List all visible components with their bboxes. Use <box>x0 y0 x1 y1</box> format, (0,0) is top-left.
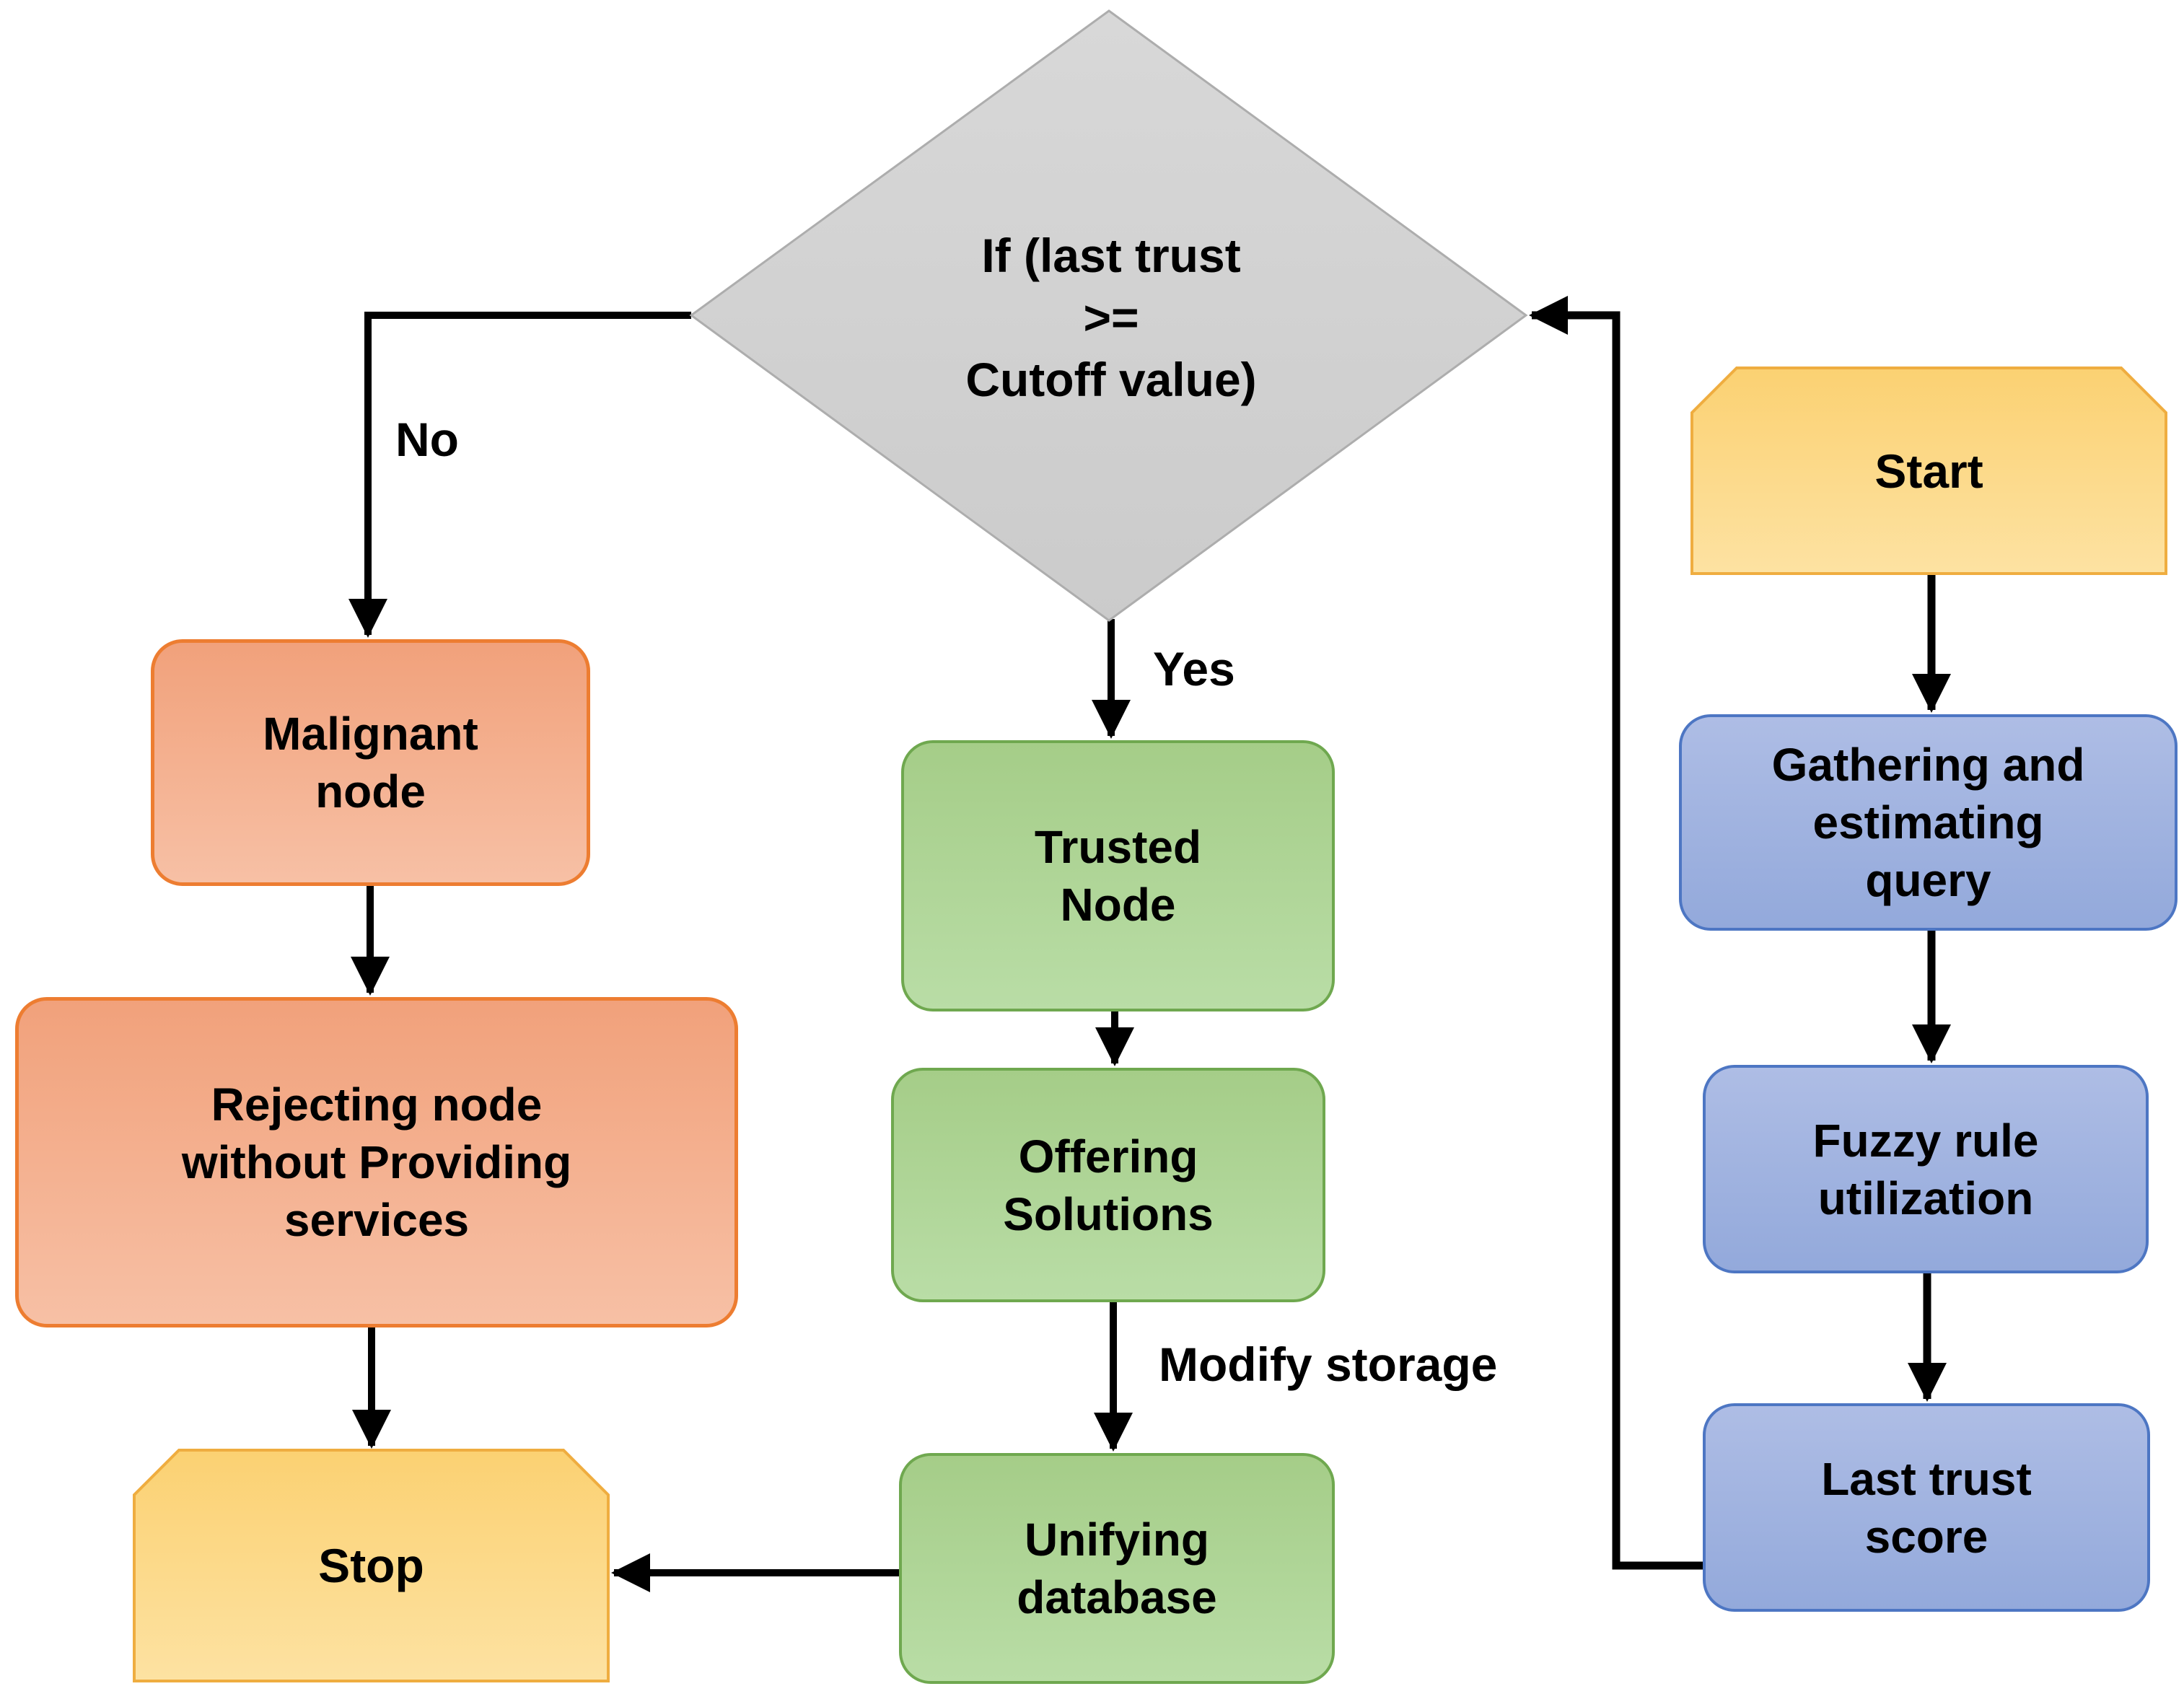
node-rejecting: Rejecting node without Providing service… <box>15 997 738 1327</box>
node-unifying: Unifying database <box>899 1453 1335 1684</box>
edge-label-modify-storage: Modify storage <box>1159 1338 1498 1391</box>
stop-terminator-shape <box>133 1449 610 1682</box>
node-unifying-label: Unifying database <box>1017 1514 1217 1623</box>
edge-decision-no-branch <box>348 312 691 638</box>
edge-label-no: No <box>395 413 459 466</box>
node-trusted-label: Trusted Node <box>1034 821 1202 931</box>
node-malignant: Malignant node <box>151 639 590 886</box>
node-rejecting-label: Rejecting node without Providing service… <box>181 1079 572 1246</box>
stop-terminator-label: Stop <box>318 1539 424 1592</box>
node-last-trust-label: Last trust score <box>1821 1452 2032 1563</box>
decision-diamond-label: If (last trust >= Cutoff value) <box>965 229 1257 406</box>
node-malignant-label: Malignant node <box>263 708 478 817</box>
node-gathering: Gathering and estimating query <box>1679 714 2178 931</box>
edge-label-yes: Yes <box>1153 642 1235 695</box>
node-fuzzy: Fuzzy rule utilization <box>1703 1065 2149 1273</box>
node-fuzzy-label: Fuzzy rule utilization <box>1812 1114 2039 1224</box>
start-terminator-label: Start <box>1874 444 1983 498</box>
start-terminator-shape <box>1690 367 2167 575</box>
decision-diamond-shape <box>689 9 1528 622</box>
node-trusted: Trusted Node <box>901 740 1335 1011</box>
node-gathering-label: Gathering and estimating query <box>1771 739 2085 906</box>
edge-lasttrust-to-decision <box>1529 296 1703 1570</box>
node-offering: Offering Solutions <box>891 1068 1325 1302</box>
node-last-trust: Last trust score <box>1703 1403 2150 1612</box>
node-offering-label: Offering Solutions <box>1003 1130 1214 1240</box>
